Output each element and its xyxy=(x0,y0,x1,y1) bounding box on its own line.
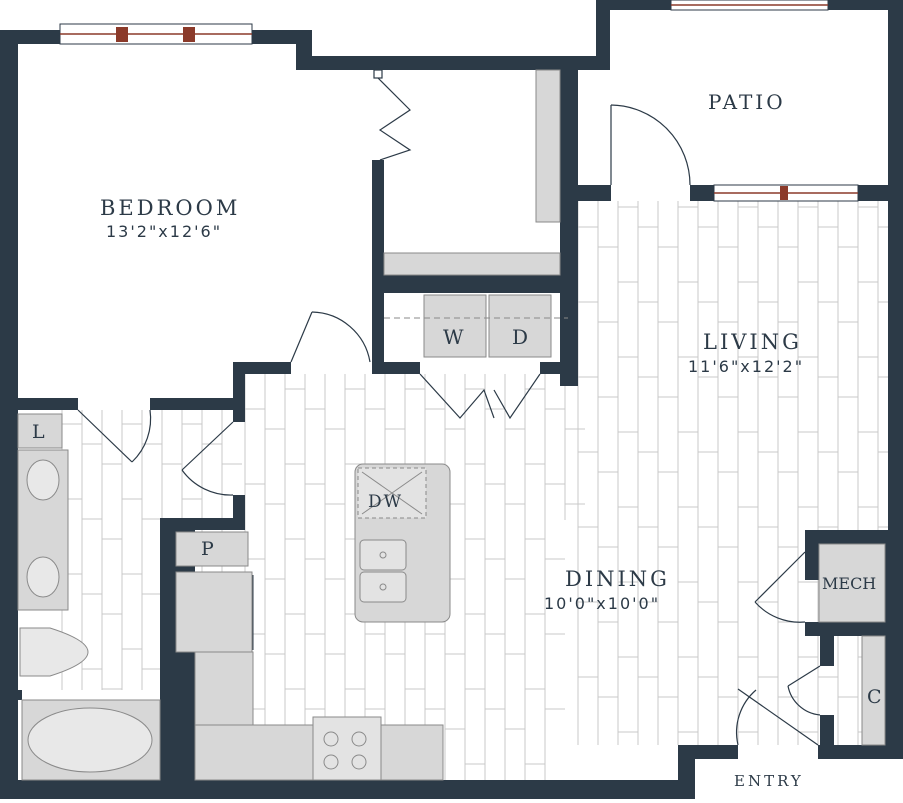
room-size-living: 11'6"x12'2" xyxy=(688,357,805,376)
dryer-label: D xyxy=(512,325,529,349)
closet-shelves xyxy=(383,69,561,276)
windows xyxy=(59,0,859,202)
kitchen-counters xyxy=(175,531,444,781)
washer-label: W xyxy=(443,325,464,349)
room-size-dining: 10'0"x10'0" xyxy=(544,594,661,613)
mech-label: MECH xyxy=(822,574,877,593)
mech-closet xyxy=(818,543,886,746)
dishwasher-label: DW xyxy=(368,492,404,512)
closet-label: C xyxy=(867,686,882,708)
room-name-living: LIVING xyxy=(703,330,802,354)
pantry-label: P xyxy=(201,538,214,560)
doors xyxy=(77,69,821,746)
kitchen-island xyxy=(354,463,451,623)
linen-label: L xyxy=(32,421,45,443)
room-name-entry: ENTRY xyxy=(734,772,804,790)
bath-fixtures xyxy=(17,413,161,781)
room-name-patio: PATIO xyxy=(708,90,786,114)
room-name-bedroom: BEDROOM xyxy=(100,196,241,220)
room-name-dining: DINING xyxy=(565,567,670,591)
laundry-machines xyxy=(384,294,568,358)
room-size-bedroom: 13'2"x12'6" xyxy=(106,222,223,241)
